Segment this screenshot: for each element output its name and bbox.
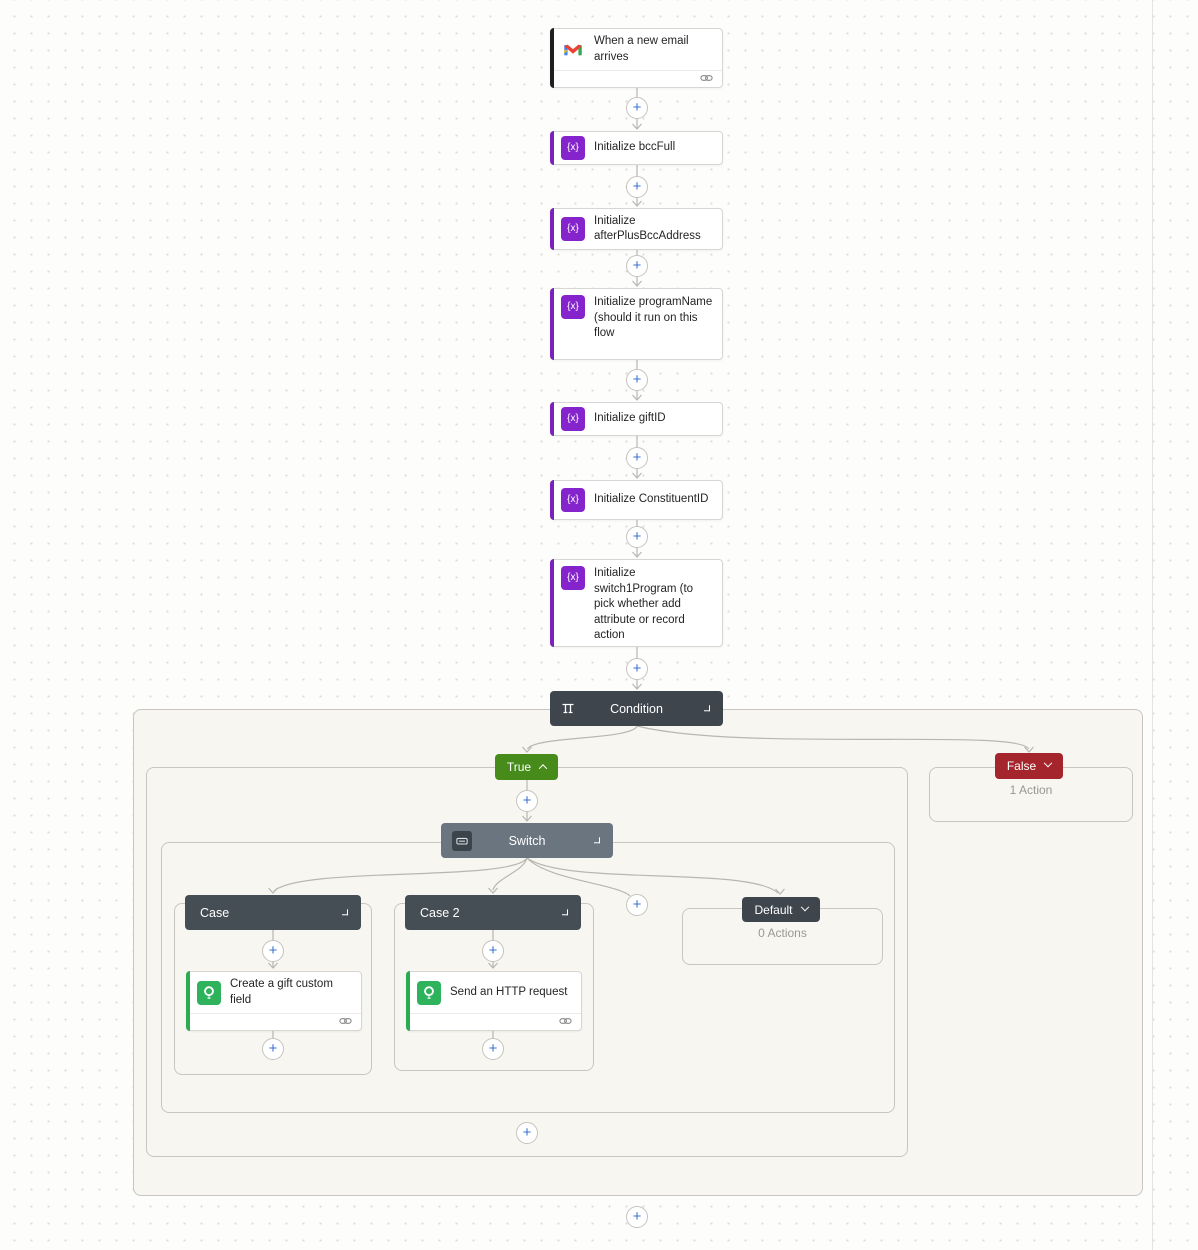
chevron-up-icon bbox=[704, 704, 710, 711]
trigger-accent-bar bbox=[550, 28, 554, 88]
action-title: Initialize afterPlusBccAddress bbox=[594, 214, 701, 243]
action-title: Initialize bccFull bbox=[594, 141, 676, 154]
action-accent-bar bbox=[406, 971, 410, 1031]
action-card-initialize-giftid[interactable]: {x} Initialize giftID bbox=[550, 402, 723, 436]
false-branch-summary: 1 Action bbox=[1009, 783, 1053, 797]
action-card-initialize-constituentid[interactable]: {x} Initialize ConstituentID bbox=[550, 480, 723, 520]
add-action-button[interactable]: + bbox=[626, 255, 648, 277]
variable-accent-bar bbox=[550, 480, 554, 520]
link-icon bbox=[339, 1013, 352, 1031]
variable-icon: {x} bbox=[561, 488, 585, 512]
case-1-label: Case bbox=[200, 905, 230, 920]
chevron-up-icon bbox=[562, 908, 568, 915]
variable-accent-bar bbox=[550, 208, 554, 250]
condition-node-header[interactable]: Condition bbox=[550, 691, 723, 726]
variable-icon: {x} bbox=[561, 407, 585, 431]
case-2-header[interactable]: Case 2 bbox=[405, 895, 581, 930]
blackbaud-connector-icon bbox=[417, 980, 441, 1005]
variable-accent-bar bbox=[550, 288, 554, 360]
variable-icon: {x} bbox=[561, 136, 585, 160]
condition-label: Condition bbox=[610, 701, 663, 716]
action-card-create-gift-custom-field[interactable]: Create a gift custom field bbox=[186, 971, 362, 1031]
case-1-header[interactable]: Case bbox=[185, 895, 361, 930]
chevron-down-icon bbox=[800, 902, 809, 911]
trigger-title: When a new email arrives bbox=[594, 35, 689, 63]
add-action-button[interactable]: + bbox=[626, 176, 648, 198]
switch-icon bbox=[452, 830, 472, 851]
add-action-button[interactable]: + bbox=[516, 1122, 538, 1144]
true-branch-label: True bbox=[506, 760, 532, 774]
variable-icon: {x} bbox=[561, 217, 585, 241]
chevron-up-icon bbox=[594, 836, 600, 843]
action-card-initialize-switch1program[interactable]: {x} Initialize switch1Program (to pick w… bbox=[550, 559, 723, 647]
chevron-up-icon bbox=[538, 764, 548, 773]
action-accent-bar bbox=[186, 971, 190, 1031]
default-case-badge[interactable]: Default bbox=[742, 897, 820, 922]
canvas-boundary-line bbox=[1152, 0, 1153, 1250]
false-branch-badge[interactable]: False bbox=[995, 753, 1063, 779]
switch-label: Switch bbox=[508, 833, 546, 848]
add-action-button[interactable]: + bbox=[482, 1038, 504, 1060]
blackbaud-connector-icon bbox=[197, 980, 221, 1005]
action-title: Initialize programName (should it run on… bbox=[594, 296, 713, 339]
variable-accent-bar bbox=[550, 559, 554, 647]
add-action-button[interactable]: + bbox=[626, 658, 648, 680]
variable-accent-bar bbox=[550, 131, 554, 165]
variable-icon: {x} bbox=[561, 295, 585, 319]
gmail-icon bbox=[561, 37, 585, 62]
default-case-label: Default bbox=[754, 902, 793, 917]
action-title: Create a gift custom field bbox=[230, 978, 333, 1006]
chevron-down-icon bbox=[1043, 758, 1053, 768]
link-icon bbox=[559, 1013, 572, 1031]
trigger-card-when-new-email-arrives[interactable]: When a new email arrives bbox=[550, 28, 723, 88]
action-title: Initialize switch1Program (to pick wheth… bbox=[594, 567, 694, 641]
action-card-initialize-afterplusbccaddress[interactable]: {x} Initialize afterPlusBccAddress bbox=[550, 208, 723, 250]
add-action-button[interactable]: + bbox=[626, 447, 648, 469]
add-action-button[interactable]: + bbox=[262, 940, 284, 962]
case-2-label: Case 2 bbox=[420, 905, 460, 920]
add-action-button[interactable]: + bbox=[516, 790, 538, 812]
add-action-button[interactable]: + bbox=[626, 526, 648, 548]
link-icon bbox=[700, 70, 713, 88]
false-branch-label: False bbox=[1006, 759, 1037, 773]
action-card-initialize-programname[interactable]: {x} Initialize programName (should it ru… bbox=[550, 288, 723, 360]
add-action-button[interactable]: + bbox=[262, 1038, 284, 1060]
action-title: Initialize ConstituentID bbox=[594, 493, 709, 506]
action-title: Send an HTTP request bbox=[450, 985, 568, 998]
variable-accent-bar bbox=[550, 402, 554, 436]
chevron-up-icon bbox=[342, 908, 348, 915]
switch-node-header[interactable]: Switch bbox=[441, 823, 613, 858]
add-action-button[interactable]: + bbox=[482, 940, 504, 962]
add-case-button[interactable]: + bbox=[626, 894, 648, 916]
add-action-button[interactable]: + bbox=[626, 369, 648, 391]
true-branch-badge[interactable]: True bbox=[495, 754, 558, 780]
condition-icon bbox=[561, 703, 575, 715]
variable-icon: {x} bbox=[561, 566, 585, 590]
add-action-button[interactable]: + bbox=[626, 1206, 648, 1228]
add-action-button[interactable]: + bbox=[626, 97, 648, 119]
action-card-send-http-request[interactable]: Send an HTTP request bbox=[406, 971, 582, 1031]
default-case-summary: 0 Actions bbox=[758, 926, 807, 940]
action-title: Initialize giftID bbox=[594, 412, 666, 425]
action-card-initialize-bccfull[interactable]: {x} Initialize bccFull bbox=[550, 131, 723, 165]
